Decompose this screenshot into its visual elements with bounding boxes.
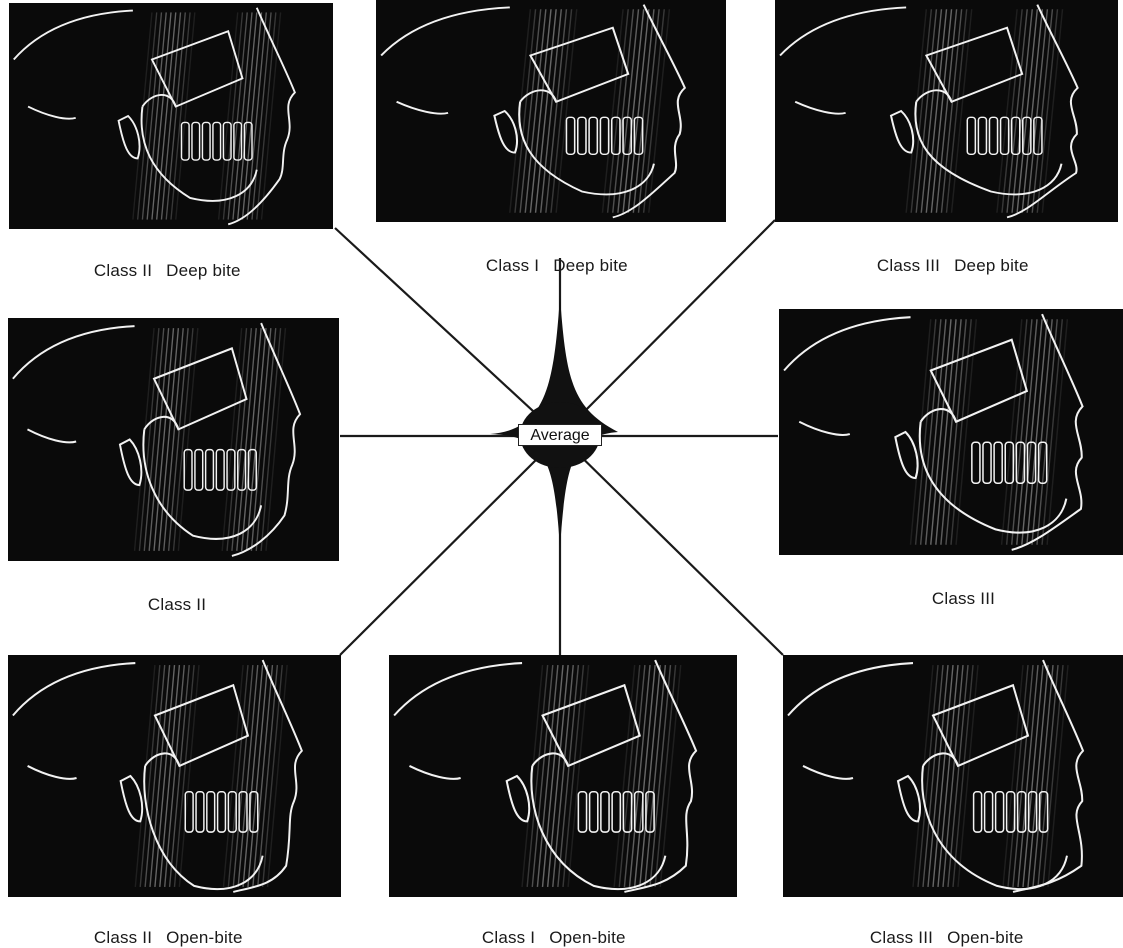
caption-bite: Open-bite: [549, 928, 625, 947]
panel-class-iii-open-bite: [783, 655, 1123, 897]
caption-class-i-deep-bite: Class I Deep bite: [476, 236, 628, 276]
cephalometric-tracing-icon: [389, 655, 737, 897]
panel-class-iii: [779, 309, 1123, 555]
panel-class-ii-deep-bite: [9, 3, 333, 229]
caption-class: Class III: [932, 589, 995, 608]
caption-class: Class I: [486, 256, 539, 275]
panel-class-i-deep-bite: [376, 0, 726, 222]
caption-bite: Deep bite: [954, 256, 1029, 275]
caption-bite: Open-bite: [166, 928, 242, 947]
cephalometric-tracing-icon: [376, 0, 726, 222]
cephalometric-tracing-icon: [9, 3, 333, 229]
connector-to-class-ii-open-bite: [340, 436, 560, 655]
panel-class-ii-open-bite: [8, 655, 341, 897]
cephalometric-tracing-icon: [8, 655, 341, 897]
cephalometric-tracing-icon: [775, 0, 1118, 222]
panel-class-ii: [8, 318, 339, 561]
caption-bite: Deep bite: [553, 256, 628, 275]
caption-class: Class II: [94, 261, 152, 280]
caption-class-iii: Class III: [922, 569, 995, 609]
caption-class-iii-deep-bite: Class III Deep bite: [867, 236, 1029, 276]
caption-class-ii: Class II: [138, 575, 206, 615]
caption-bite: Deep bite: [166, 261, 241, 280]
caption-class: Class II: [94, 928, 152, 947]
caption-class-i-open-bite: Class I Open-bite: [472, 908, 626, 948]
connector-to-class-iii-open-bite: [560, 436, 783, 655]
cephalometric-tracing-icon: [779, 309, 1123, 555]
average-label: Average: [518, 424, 602, 446]
panel-class-i-open-bite: [389, 655, 737, 897]
caption-class-iii-open-bite: Class III Open-bite: [860, 908, 1024, 948]
caption-class: Class I: [482, 928, 535, 947]
caption-class: Class II: [148, 595, 206, 614]
panel-class-iii-deep-bite: [775, 0, 1118, 222]
cephalometric-tracing-icon: [783, 655, 1123, 897]
caption-class-ii-open-bite: Class II Open-bite: [84, 908, 243, 948]
caption-class: Class III: [870, 928, 933, 947]
caption-class-ii-deep-bite: Class II Deep bite: [84, 241, 241, 281]
cephalometric-tracing-icon: [8, 318, 339, 561]
caption-class: Class III: [877, 256, 940, 275]
caption-bite: Open-bite: [947, 928, 1023, 947]
